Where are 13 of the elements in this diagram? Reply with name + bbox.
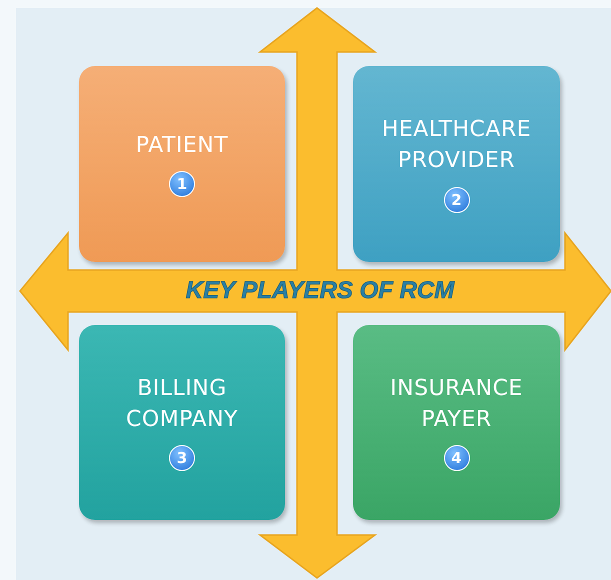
- player-label: HEALTHCARE PROVIDER: [380, 116, 532, 175]
- diagram-title: KEY PLAYERS OF RCM: [184, 277, 456, 305]
- player-label: INSURANCE PAYER: [389, 374, 524, 434]
- player-label: PATIENT: [136, 132, 228, 160]
- player-box: [79, 325, 285, 520]
- player-box: [79, 66, 285, 262]
- number-badge: 1: [169, 171, 195, 198]
- number-badge: 2: [444, 186, 470, 213]
- number-badge: 4: [444, 445, 470, 472]
- player-box: [353, 325, 560, 520]
- player-box: [353, 66, 560, 262]
- player-label: BILLING COMPANY: [125, 374, 239, 434]
- number-badge: 3: [169, 445, 195, 472]
